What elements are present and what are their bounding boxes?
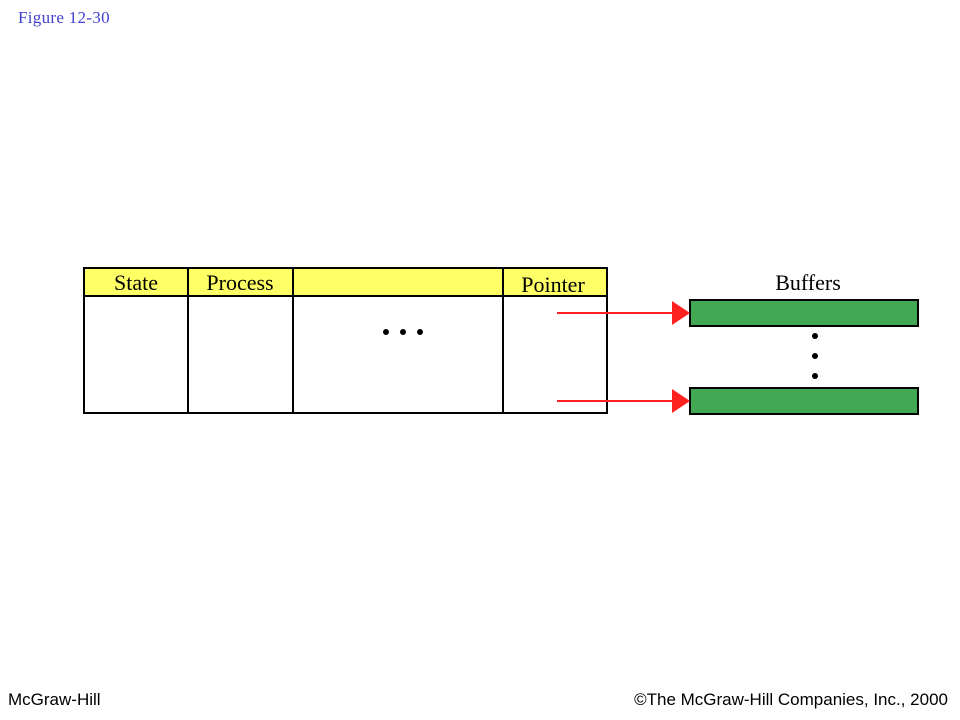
column-header-process: Process [206, 270, 273, 295]
figure-label: Figure 12-30 [18, 8, 110, 27]
buffer-bottom [689, 387, 919, 415]
buffer-top [689, 299, 919, 327]
pointer-arrow-bottom [557, 389, 690, 413]
table-body [83, 295, 608, 414]
footer-publisher: McGraw-Hill [8, 690, 101, 709]
column-header-pointer: Pointer [521, 272, 585, 297]
pointer-arrow-top [557, 301, 690, 325]
column-header-state: State [114, 270, 158, 295]
buffers-title: Buffers [775, 270, 841, 295]
footer-copyright: ©The McGraw-Hill Companies, Inc., 2000 [634, 690, 948, 709]
table-header-row [83, 267, 608, 297]
table-ellipsis [383, 329, 423, 335]
buffer-ellipsis [812, 333, 818, 379]
